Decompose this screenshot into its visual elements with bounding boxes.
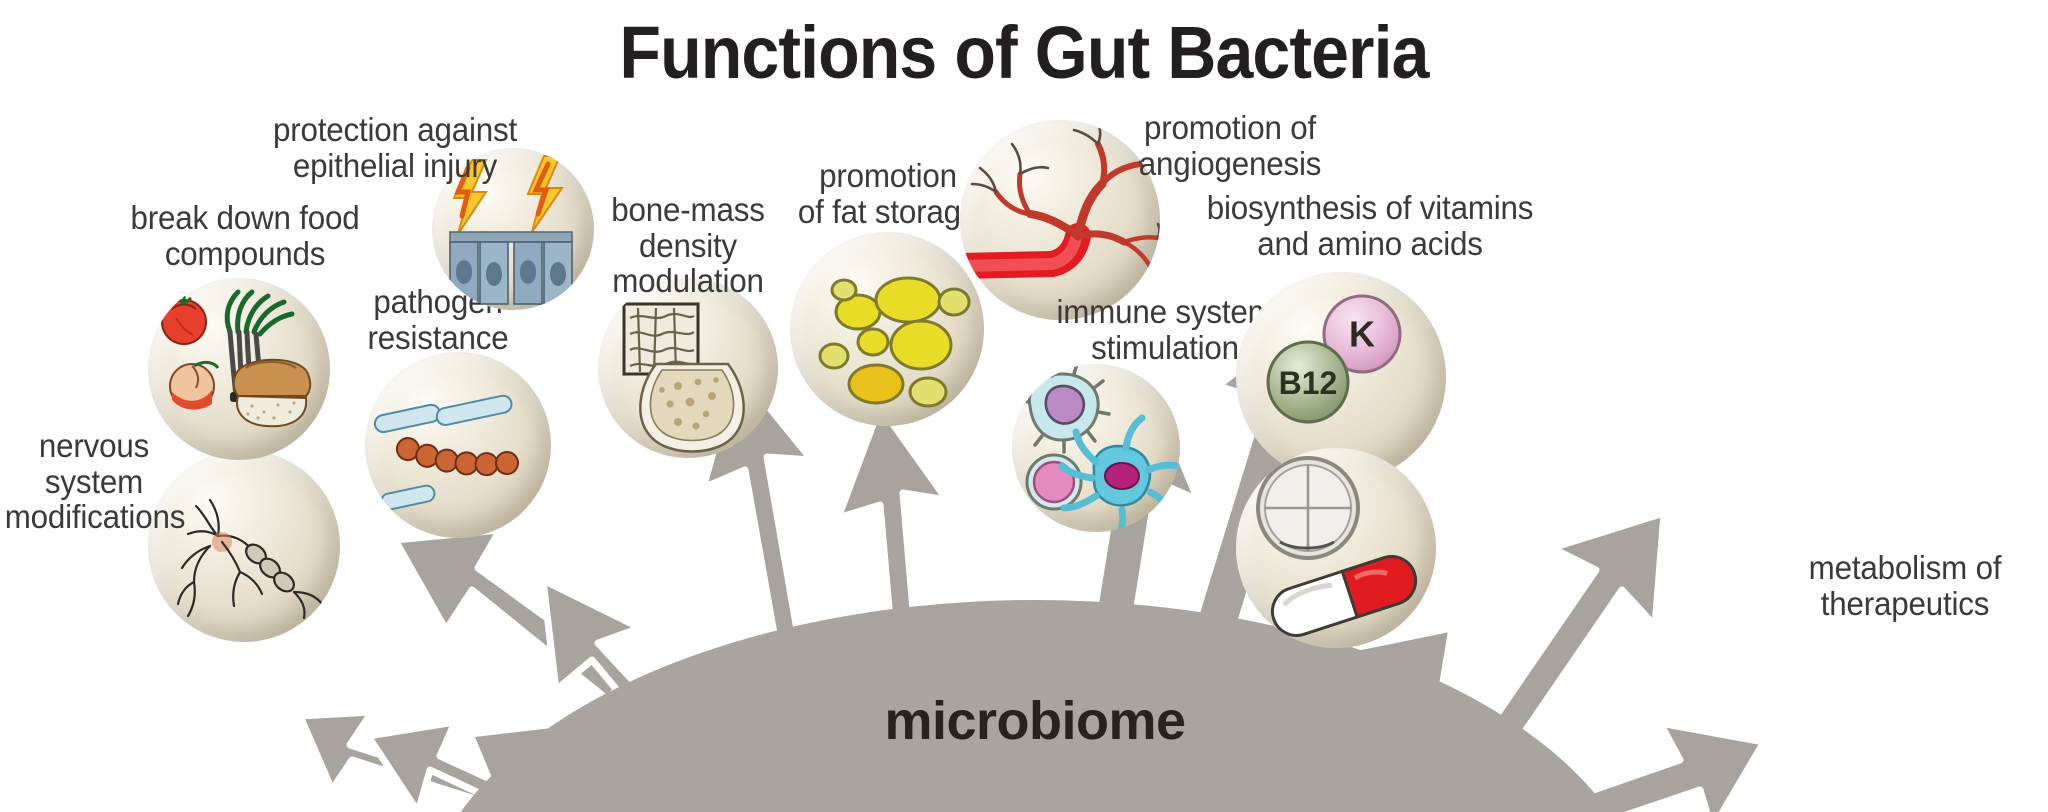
bacteria-icon xyxy=(373,394,519,511)
page-title: Functions of Gut Bacteria xyxy=(619,11,1429,94)
sphere-metabolism-therapeutics[interactable] xyxy=(1236,448,1436,648)
food-icon xyxy=(161,289,312,428)
neuron-icon xyxy=(176,498,324,620)
label-break-down-food: break down food compounds xyxy=(130,199,360,272)
arrow-metabolism xyxy=(1526,719,1768,812)
lightning-epithelium-icon xyxy=(449,155,573,305)
immune-cell-icon xyxy=(1018,364,1180,532)
sphere-epithelial-injury[interactable] xyxy=(432,148,594,310)
label-biosynthesis: biosynthesis of vitamins and amino acids xyxy=(1206,189,1534,262)
vitamin-icon: K B12 xyxy=(1266,294,1402,424)
bone-icon xyxy=(622,302,745,453)
adipocyte-icon xyxy=(818,276,971,408)
sphere-pathogen-resistance[interactable] xyxy=(365,352,551,538)
sphere-break-down-food[interactable] xyxy=(148,278,330,460)
label-angiogenesis: promotion of angiogenesis xyxy=(1138,109,1322,182)
svg-text:B12: B12 xyxy=(1279,365,1338,401)
pill-icon xyxy=(1256,456,1418,637)
sphere-fat-storage[interactable] xyxy=(790,232,984,426)
sphere-bone-mass[interactable] xyxy=(598,278,778,458)
sphere-biosynthesis[interactable]: K B12 xyxy=(1236,272,1446,482)
sphere-angiogenesis[interactable] xyxy=(960,120,1160,320)
label-bone-mass: bone-mass density modulation xyxy=(611,191,765,300)
label-nervous-system: nervous system modifications xyxy=(4,427,186,536)
sphere-immune-system[interactable] xyxy=(1012,364,1180,532)
blood-vessel-icon xyxy=(960,120,1160,290)
label-metabolism-therapeutics: metabolism of therapeutics xyxy=(1808,549,2002,622)
sphere-nervous-system[interactable] xyxy=(148,450,340,642)
microbiome-label: microbiome xyxy=(884,691,1186,751)
label-epithelial-injury: protection against epithelial injury xyxy=(272,111,518,184)
svg-text:K: K xyxy=(1349,314,1375,355)
